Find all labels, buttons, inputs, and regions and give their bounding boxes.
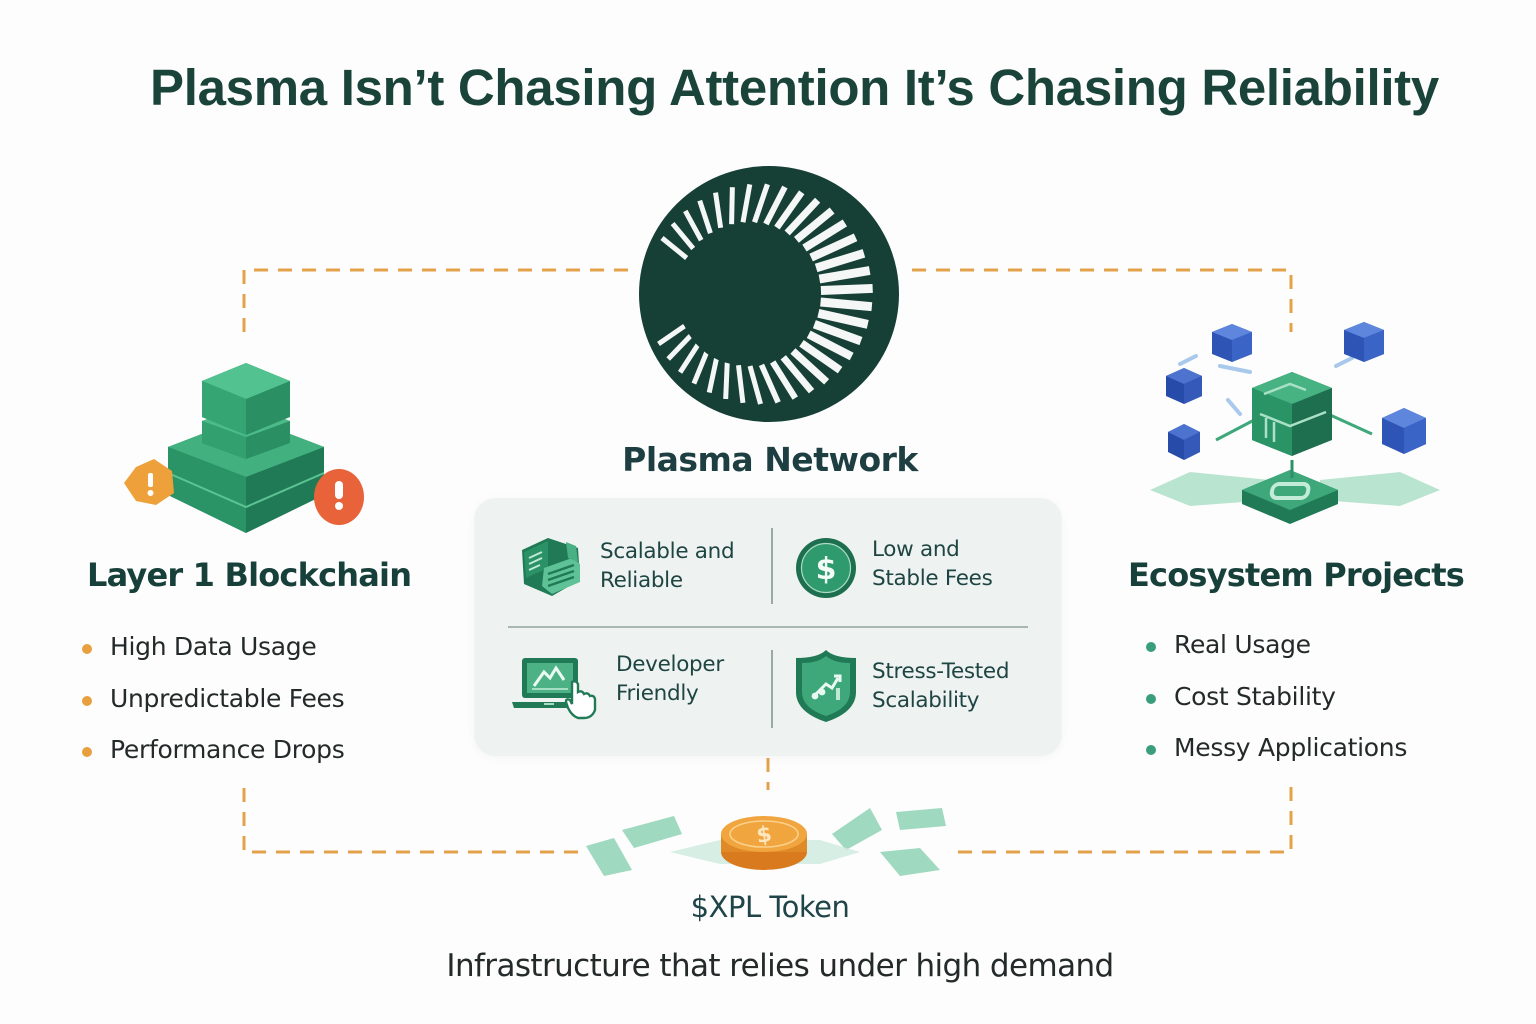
divider	[508, 626, 1028, 628]
logo-ray	[657, 323, 686, 346]
list-item: Real Usage	[1146, 630, 1407, 682]
logo-ray	[802, 219, 848, 252]
logo-ray	[706, 357, 719, 394]
plasma-network-logo-icon	[639, 166, 899, 422]
logo-ray	[763, 185, 788, 226]
list-item: Cost Stability	[1146, 682, 1407, 734]
feature-developer-friendly: Developer Friendly	[510, 646, 724, 722]
divider	[771, 650, 773, 728]
logo-ray	[780, 355, 815, 394]
stacked-server-icon	[522, 538, 580, 596]
list-item: Messy Applications	[1146, 733, 1407, 785]
svg-text:$: $	[816, 552, 837, 587]
feature-label: Developer Friendly	[616, 652, 724, 706]
logo-ray	[812, 320, 863, 346]
logo-ray	[818, 266, 871, 284]
feature-stress-tested-scalability: Stress-Tested Scalability	[792, 648, 1009, 724]
connector-top-right	[912, 268, 1293, 332]
list-item: Unpredictable Fees	[82, 684, 345, 736]
layer1-bullet-list: High Data Usage Unpredictable Fees Perfo…	[82, 632, 345, 787]
logo-ray	[729, 187, 735, 225]
logo-ray	[806, 330, 854, 361]
logo-ray	[820, 297, 873, 312]
laptop-pointer-icon	[512, 658, 597, 720]
logo-ray	[723, 362, 730, 400]
logo-ray	[752, 183, 770, 224]
logo-ray	[799, 340, 843, 374]
logo-ray	[697, 199, 713, 234]
shield-chart-icon	[796, 650, 856, 722]
blue-cube	[1212, 324, 1252, 362]
logo-ray	[666, 334, 693, 361]
logo-ray	[683, 209, 704, 242]
logo-ray	[691, 351, 709, 385]
logo-ray	[774, 190, 805, 230]
svg-text:$: $	[755, 822, 774, 849]
plasma-network-label: Plasma Network	[622, 440, 918, 479]
stacked-blocks-warning-icon	[124, 363, 364, 533]
logo-ray	[814, 249, 866, 273]
connected-cubes-icon	[1150, 322, 1440, 524]
feature-low-stable-fees: $ Low and Stable Fees	[792, 530, 993, 606]
feature-label: Scalable and Reliable	[600, 539, 735, 593]
list-item: Performance Drops	[82, 735, 345, 787]
token-label: $XPL Token	[690, 890, 850, 924]
ecosystem-title: Ecosystem Projects	[1128, 556, 1465, 594]
logo-ray	[670, 221, 696, 251]
logo-ray	[790, 348, 830, 385]
logo-ray	[747, 365, 763, 405]
feature-label: Stress-Tested Scalability	[872, 659, 1010, 713]
ecosystem-bullet-list: Real Usage Cost Stability Messy Applicat…	[1146, 630, 1407, 785]
logo-ray	[820, 283, 873, 295]
divider	[771, 528, 773, 604]
layer1-title: Layer 1 Blockchain	[87, 556, 412, 594]
features-panel: Scalable and Reliable $ Low and Stable F…	[474, 498, 1062, 756]
gold-coin-icon: $	[586, 808, 946, 876]
dollar-coin-icon: $	[796, 538, 856, 598]
logo-ray	[794, 207, 835, 243]
logo-ray	[809, 233, 858, 262]
feature-scalable-reliable: Scalable and Reliable	[514, 528, 735, 604]
tagline: Infrastructure that relies under high de…	[446, 948, 1114, 984]
logo-ray	[817, 309, 869, 329]
list-item: High Data Usage	[82, 632, 344, 684]
logo-ray	[660, 236, 689, 260]
feature-label: Low and Stable Fees	[872, 537, 993, 591]
connector-bottom-left	[242, 788, 582, 854]
logo-ray	[770, 360, 798, 400]
logo-ray	[740, 183, 753, 223]
logo-ray	[713, 192, 724, 229]
logo-ray	[735, 364, 746, 404]
page-title: Plasma Isn’t Chasing Attention It’s Chas…	[150, 59, 1439, 116]
logo-ray	[784, 197, 821, 236]
logo-ray	[678, 343, 701, 374]
connector-bottom-right	[958, 780, 1293, 854]
connector-top-left	[242, 268, 630, 332]
logo-ray	[758, 363, 781, 404]
